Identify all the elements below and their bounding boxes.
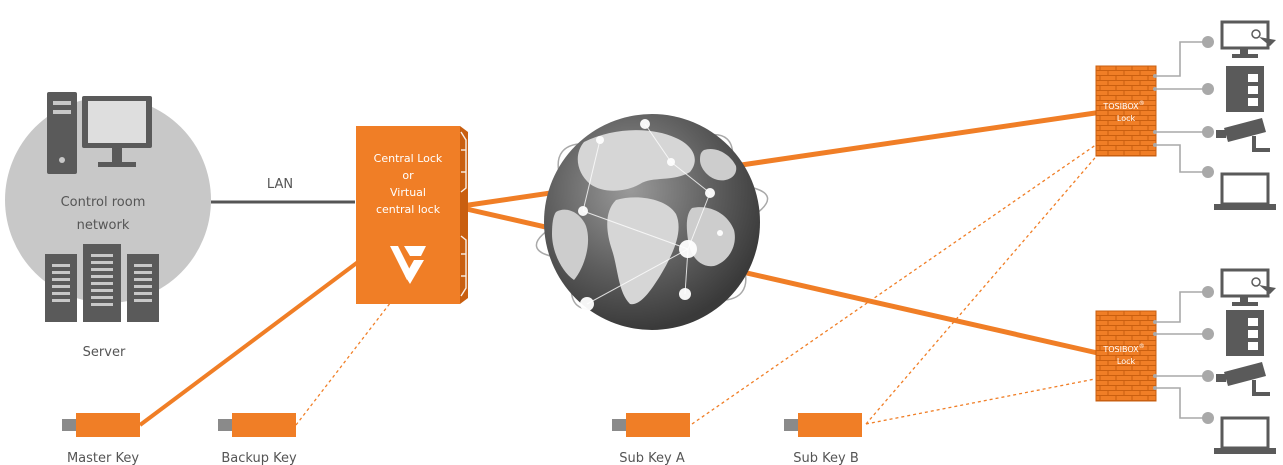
sub-key-a — [612, 413, 690, 437]
server-rack-icon — [45, 244, 159, 322]
sub-key-a-label: Sub Key A — [619, 451, 685, 465]
upper-tosibox-lock: TOSIBOX® Lock — [1095, 36, 1214, 178]
central-lock-label-line1: Central Lock — [374, 152, 443, 165]
security-camera-icon — [1216, 362, 1270, 396]
control-room-label-line2: network — [77, 218, 130, 233]
backup-key-label: Backup Key — [221, 451, 297, 465]
backup-key-connection — [295, 279, 409, 426]
central-lock-label-line2: or — [402, 169, 414, 182]
master-key — [62, 413, 140, 437]
control-room-label-line1: Control room — [61, 195, 146, 210]
lower-tosibox-lock: TOSIBOX® Lock — [1095, 286, 1214, 424]
lower-lock-word-label: Lock — [1117, 357, 1136, 366]
master-key-label: Master Key — [67, 451, 139, 465]
desktop-computer-icon — [47, 92, 152, 174]
plc-controller-icon — [1226, 66, 1264, 112]
control-room-network: Control room network — [5, 92, 211, 322]
lower-lock-device-lines — [1155, 291, 1206, 419]
hmi-touchscreen-icon — [1220, 20, 1276, 58]
lower-lock-brand-label: TOSIBOX® — [1102, 343, 1144, 354]
globe-internet-icon — [535, 114, 769, 330]
plc-controller-icon — [1226, 310, 1264, 356]
upper-lock-device-lines — [1155, 41, 1206, 173]
backup-key — [218, 413, 296, 437]
sub-key-b-label: Sub Key B — [793, 451, 859, 465]
master-key-connection — [138, 260, 360, 427]
central-lock-label-line3: Virtual — [390, 186, 426, 199]
sub-key-b-connection-lower — [865, 377, 1101, 425]
upper-lock-word-label: Lock — [1117, 114, 1136, 123]
hmi-touchscreen-icon — [1220, 268, 1276, 306]
laptop-icon — [1214, 172, 1276, 210]
tosibox-logo-icon — [390, 246, 426, 284]
lan-label: LAN — [267, 177, 293, 192]
sub-key-a-connection-upper — [691, 141, 1101, 425]
laptop-icon — [1214, 416, 1276, 454]
security-camera-icon — [1216, 118, 1270, 152]
server-label: Server — [83, 345, 126, 360]
upper-lock-brand-label: TOSIBOX® — [1102, 100, 1144, 111]
sub-key-b — [784, 413, 862, 437]
central-lock-label-line4: central lock — [376, 203, 441, 216]
sub-key-b-connection-upper — [865, 151, 1101, 425]
central-lock-device: Central Lock or Virtual central lock — [356, 126, 468, 304]
